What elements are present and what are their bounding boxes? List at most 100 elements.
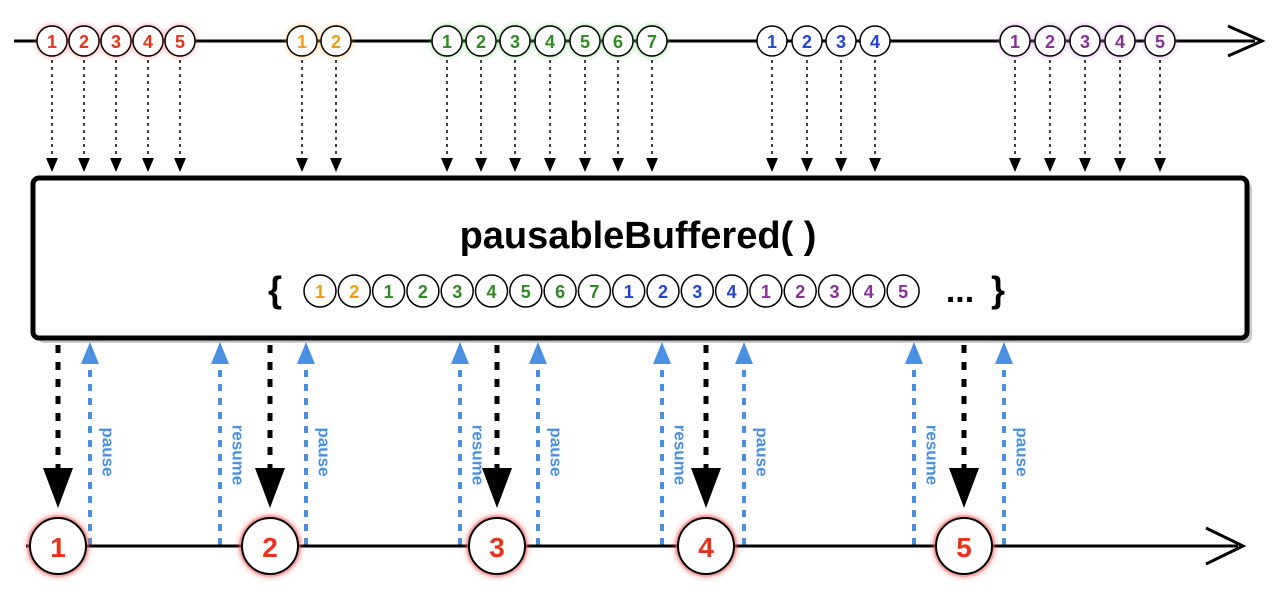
output-arrowhead <box>43 468 73 508</box>
buffer-marble: 1 <box>611 274 646 308</box>
buffer-brace-open: { <box>268 269 282 310</box>
input-marble-circle <box>36 25 68 57</box>
input-marble-label: 7 <box>647 32 657 52</box>
resume-label: resume <box>229 425 248 485</box>
input-marble-label: 3 <box>836 32 846 52</box>
input-arrowhead <box>142 158 154 172</box>
resume-signal: resume <box>451 342 488 545</box>
buffer-marble: 1 <box>303 274 337 308</box>
buffer-marble-label: 3 <box>452 282 462 302</box>
output-marble-label: 2 <box>262 532 278 563</box>
output-marble: 5 <box>933 515 995 577</box>
input-arrowhead <box>46 158 58 172</box>
buffer-marble-label: 2 <box>658 282 668 302</box>
buffer-marble-label: 3 <box>829 282 839 302</box>
input-marble-circle <box>791 25 823 57</box>
buffer-marble-circle <box>337 274 372 308</box>
buffer-marble-label: 2 <box>795 282 805 302</box>
control-signals: pause resume pause resume pause resume pause re… <box>81 342 1032 545</box>
buffer-marble-label: 2 <box>349 282 359 302</box>
input-marble-label: 2 <box>331 32 341 52</box>
buffer-marble-circle <box>577 274 612 308</box>
input-marble-circle <box>1069 25 1101 57</box>
buffer-marble-label: 4 <box>486 282 496 302</box>
input-marble: 2 <box>320 25 352 57</box>
output-marbles: 1 2 3 4 5 <box>27 515 995 577</box>
pause-signal: pause <box>995 342 1032 545</box>
input-arrowhead <box>509 158 521 172</box>
buffer-marble: 2 <box>646 274 680 308</box>
input-marble-label: 5 <box>175 32 185 52</box>
buffer-brace-close: } <box>991 269 1005 310</box>
output-marble: 2 <box>239 515 301 577</box>
buffer-marble-circle <box>406 274 440 308</box>
input-marble-circle <box>1104 25 1136 57</box>
buffer-marble: 2 <box>337 274 372 308</box>
buffer-marble: 5 <box>886 274 920 308</box>
buffer-marble: 3 <box>817 274 852 308</box>
output-arrows <box>43 345 979 508</box>
input-marble-label: 2 <box>1045 32 1055 52</box>
output-marble: 1 <box>27 515 89 577</box>
input-marble-circle <box>569 25 601 57</box>
buffer-marble-label: 5 <box>898 282 908 302</box>
output-timeline: 1 2 3 4 5 <box>26 515 1247 577</box>
input-marble: 1 <box>36 25 68 57</box>
input-marble-circle <box>534 25 566 57</box>
input-marble-circle <box>164 25 196 57</box>
output-marble: 4 <box>675 515 737 577</box>
buffer-marble-circle <box>714 274 749 308</box>
buffer-marble: 6 <box>543 274 577 308</box>
input-marble-circle <box>999 25 1031 57</box>
input-arrowhead <box>296 158 308 172</box>
buffer-marble-circle <box>783 274 817 308</box>
resume-signal: resume <box>653 342 690 545</box>
pause-label: pause <box>1013 427 1032 476</box>
input-marble: 3 <box>100 25 132 57</box>
buffer-marble-label: 4 <box>727 282 737 302</box>
input-marble: 4 <box>859 25 891 57</box>
input-marble: 1 <box>756 25 788 57</box>
buffer-marble: 2 <box>783 274 817 308</box>
buffer-marble: 3 <box>440 274 474 308</box>
resume-label: resume <box>671 425 690 485</box>
buffer-marble-circle <box>303 274 337 308</box>
input-marble-circle <box>1144 25 1176 57</box>
input-marble: 7 <box>636 25 668 57</box>
pause-label: pause <box>315 427 334 476</box>
output-marble-circle <box>468 517 526 575</box>
input-marble: 4 <box>534 25 566 57</box>
input-marble: 4 <box>1104 25 1136 57</box>
buffer-marble: 2 <box>406 274 440 308</box>
input-arrowhead <box>110 158 122 172</box>
pause-signal-arrowhead <box>529 342 547 364</box>
input-axis-arrowhead <box>1227 24 1266 58</box>
buffer-marble-circle <box>680 274 715 308</box>
input-marble-circle <box>825 25 857 57</box>
resume-label: resume <box>923 425 942 485</box>
input-arrowhead <box>441 158 453 172</box>
input-marble-label: 2 <box>79 32 89 52</box>
input-marble-circle <box>602 25 634 57</box>
buffer-marble-circle <box>543 274 577 308</box>
buffer-marble-label: 6 <box>555 282 565 302</box>
input-marble-label: 1 <box>442 32 452 52</box>
input-marble: 6 <box>602 25 634 57</box>
output-marble-circle <box>677 517 735 575</box>
buffer-marble-label: 7 <box>589 282 599 302</box>
input-marble-label: 2 <box>802 32 812 52</box>
buffer-marble-circle <box>509 274 543 308</box>
input-marble-label: 1 <box>47 32 57 52</box>
pause-signal: pause <box>81 342 118 545</box>
output-marble-label: 3 <box>489 532 505 563</box>
buffer-marble-circle <box>611 274 646 308</box>
input-marble-circle <box>859 25 891 57</box>
buffer-marble-circle <box>371 274 406 308</box>
pause-label: pause <box>753 427 772 476</box>
output-marble-circle <box>935 517 993 575</box>
buffer-marble-circle <box>474 274 509 308</box>
